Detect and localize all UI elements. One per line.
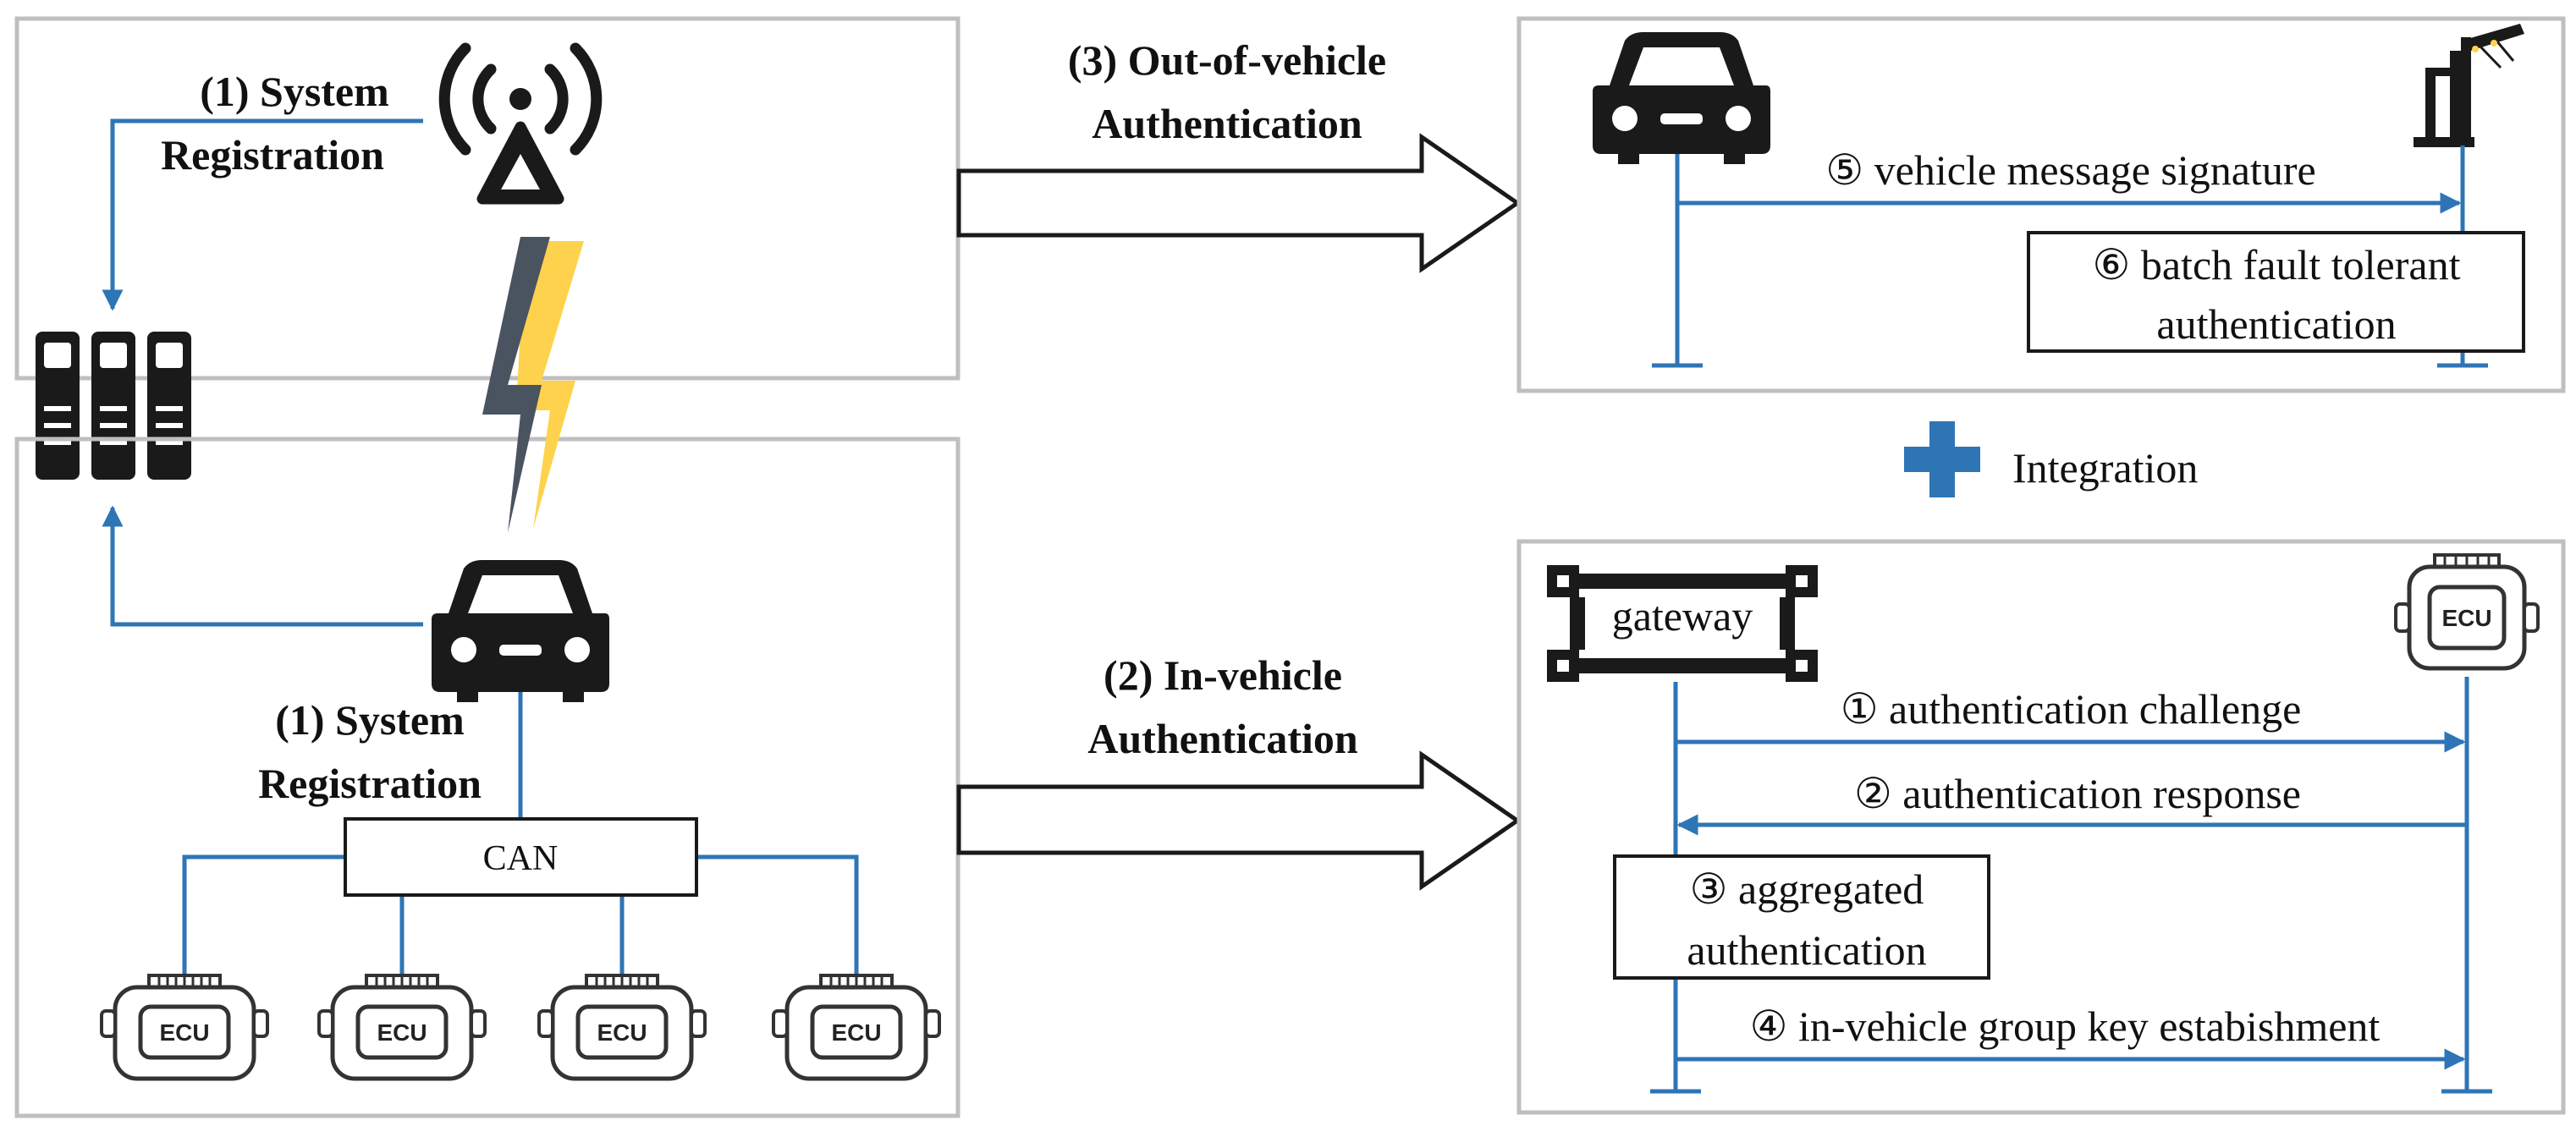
ecu-label-2: ECU [377, 1019, 427, 1046]
car-icon-right [1593, 32, 1770, 164]
cell-tower-icon [438, 42, 603, 205]
ecu-icon-2 [317, 974, 487, 1081]
ecu-icon-3 [537, 974, 707, 1081]
integration-label: Integration [2012, 444, 2198, 492]
car-icon-left [432, 560, 609, 702]
registration-label-top-line2: Registration [161, 131, 384, 179]
in-vehicle-arrow [956, 750, 1522, 891]
tower-to-server-arrow [102, 118, 423, 311]
step3-label-line2: authentication [1687, 926, 1926, 974]
step5-label: ⑤ vehicle message signature [1825, 146, 2315, 194]
registration-label-bottom-line2: Registration [258, 760, 482, 807]
step1-label: ① authentication challenge [1841, 685, 2302, 733]
gateway-label: gateway [1612, 592, 1753, 640]
plus-icon [1904, 421, 1980, 497]
can-label: CAN [483, 839, 559, 878]
step2-label: ② authentication response [1854, 770, 2301, 817]
in-vehicle-label-line1: (2) In-vehicle [1104, 651, 1342, 699]
ecu-icon-4 [772, 974, 941, 1081]
ecu-right-label: ECU [2441, 605, 2491, 631]
left-bottom-panel [14, 437, 960, 1118]
can-bus-lines [182, 854, 859, 975]
ecu-label-3: ECU [597, 1019, 647, 1046]
out-of-vehicle-arrow [956, 133, 1522, 273]
step4-label: ④ in-vehicle group key estabishment [1750, 1002, 2381, 1050]
ecu-label-4: ECU [831, 1019, 881, 1046]
lightning-icon [482, 237, 584, 533]
in-vehicle-label-line2: Authentication [1087, 715, 1358, 762]
ecu-icon-1 [100, 974, 269, 1081]
step6-label-line2: authentication [2156, 300, 2396, 348]
ecu-label-1: ECU [159, 1019, 209, 1046]
can-bus-box [344, 817, 698, 897]
step3-box [1613, 854, 1990, 980]
step3-label-line1: ③ aggregated [1690, 865, 1924, 913]
roadside-unit-icon [2414, 24, 2524, 147]
car-to-server-arrow [102, 505, 423, 627]
gateway-icon [1547, 565, 1818, 682]
registration-label-bottom-line1: (1) System [275, 696, 465, 744]
out-of-vehicle-label-line1: (3) Out-of-vehicle [1068, 36, 1386, 84]
ecu-icon-right [2394, 553, 2540, 671]
out-of-vehicle-label-line2: Authentication [1092, 100, 1362, 147]
server-icon [36, 332, 191, 480]
step6-box [2027, 231, 2525, 353]
registration-label-top-line1: (1) System [200, 68, 389, 115]
step6-label-line1: ⑥ batch fault tolerant [2093, 241, 2461, 288]
